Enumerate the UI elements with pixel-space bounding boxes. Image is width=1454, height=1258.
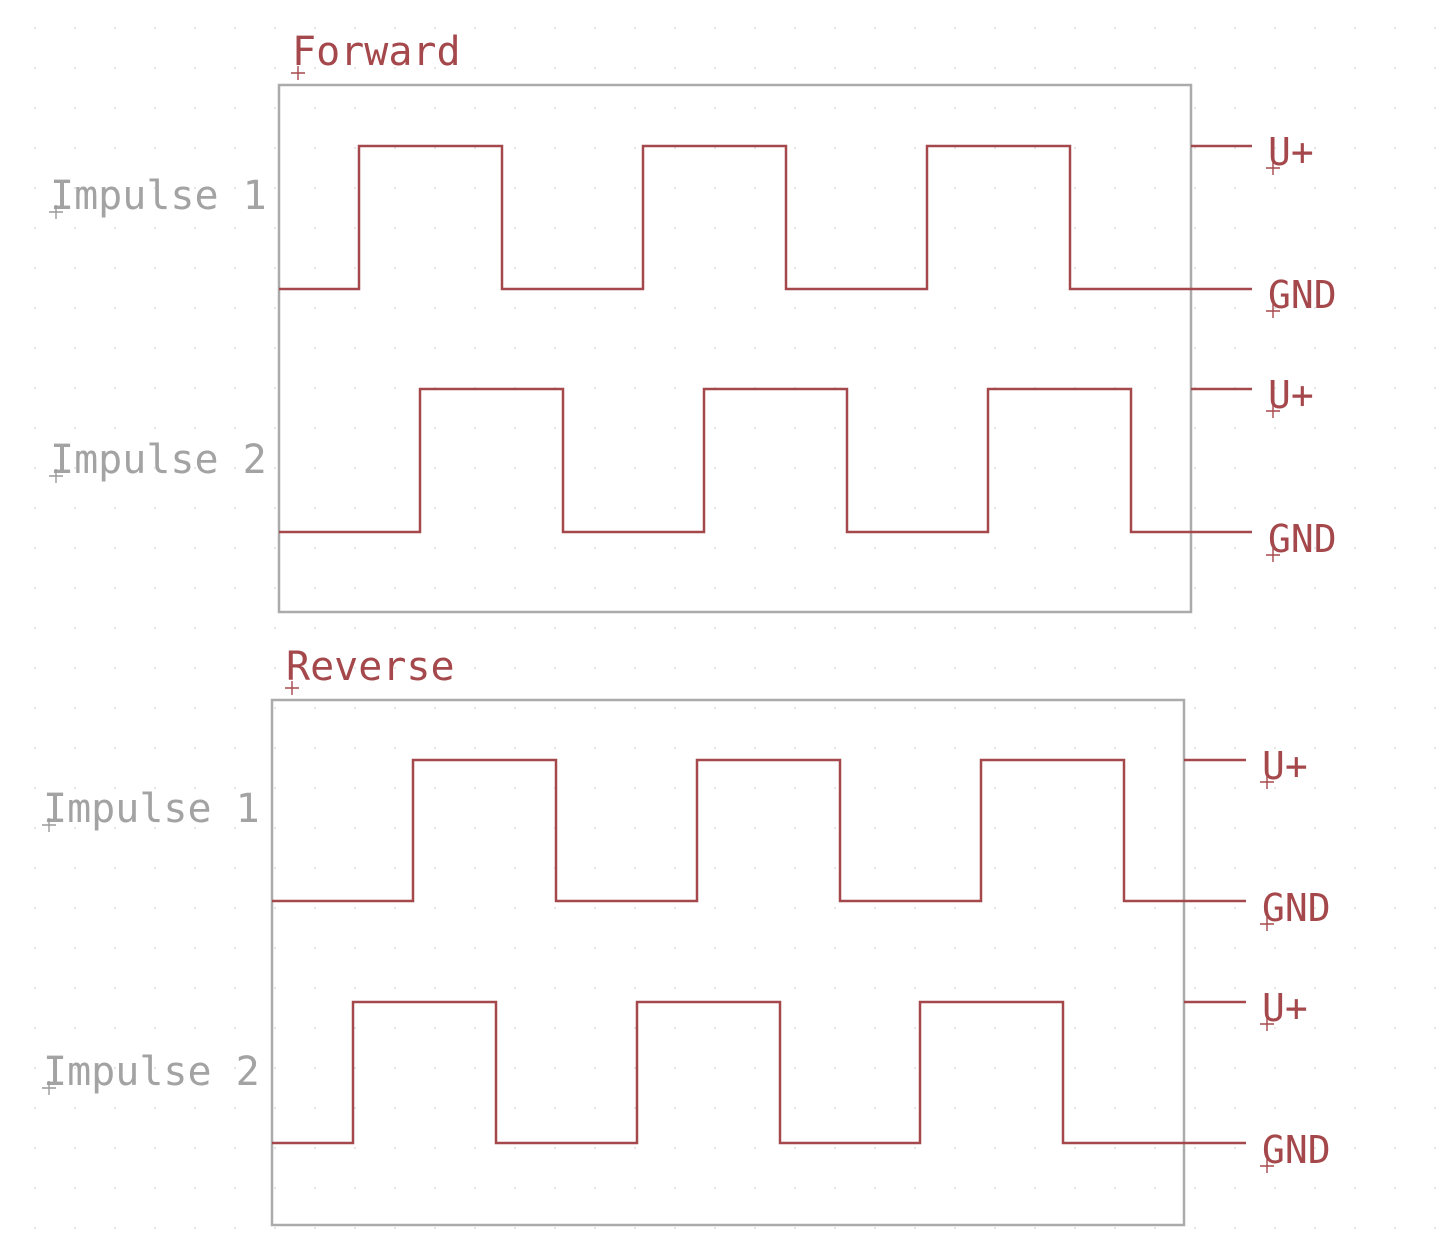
channel-label: Impulse 1	[50, 173, 267, 219]
channel-label: Impulse 1	[43, 786, 260, 832]
low-level-label: GND	[1262, 886, 1331, 930]
panel-title: Forward	[292, 29, 461, 75]
panel-title: Reverse	[286, 644, 455, 690]
origin-mark	[1266, 161, 1280, 175]
panel-frame	[270, 698, 1186, 1227]
square-wave-signal	[279, 387, 1252, 534]
high-level-label: U+	[1262, 744, 1308, 788]
low-level-label: GND	[1268, 273, 1337, 317]
origin-mark	[1260, 1159, 1274, 1173]
origin-mark	[291, 66, 305, 80]
origin-mark	[1260, 1017, 1274, 1031]
square-wave-signal	[279, 144, 1252, 291]
origin-mark	[1266, 304, 1280, 318]
low-level-label: GND	[1262, 1128, 1331, 1172]
origin-mark	[1266, 548, 1280, 562]
high-level-label: U+	[1268, 130, 1314, 174]
origin-mark	[49, 205, 63, 219]
square-wave-signal	[272, 758, 1246, 903]
channel-label: Impulse 2	[43, 1049, 260, 1095]
origin-mark	[1266, 404, 1280, 418]
panel-frame	[277, 83, 1193, 614]
high-level-label: U+	[1268, 373, 1314, 417]
origin-mark	[42, 818, 56, 832]
origin-mark	[1260, 917, 1274, 931]
channel-2: Impulse 2 U+ GND	[49, 373, 1337, 562]
low-level-label: GND	[1268, 517, 1337, 561]
channel-1: Impulse 1 U+ GND	[49, 130, 1337, 318]
square-wave-signal	[272, 1000, 1246, 1145]
channel-label: Impulse 2	[50, 437, 267, 483]
channel-1: Impulse 1 U+ GND	[42, 744, 1331, 931]
origin-mark	[49, 469, 63, 483]
origin-mark	[1260, 775, 1274, 789]
channel-2: Impulse 2 U+ GND	[42, 986, 1331, 1173]
high-level-label: U+	[1262, 986, 1308, 1030]
origin-mark	[42, 1081, 56, 1095]
origin-mark	[285, 681, 299, 695]
